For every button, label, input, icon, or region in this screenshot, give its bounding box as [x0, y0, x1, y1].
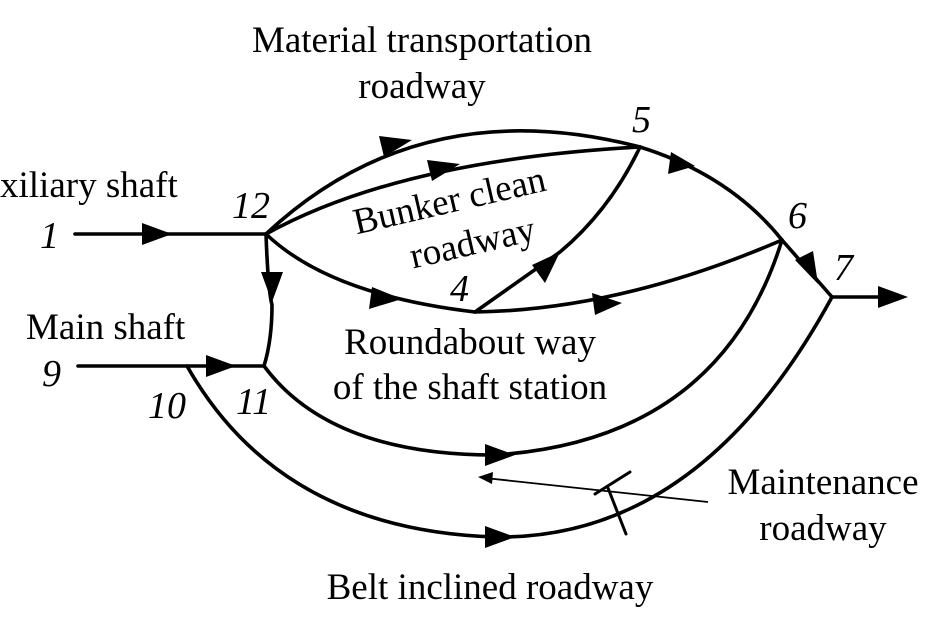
arrow-outflow — [878, 286, 908, 308]
edge-12-4-6 — [264, 232, 784, 314]
label-belt: Belt inclined roadway — [327, 567, 654, 608]
edge-4-5 — [473, 145, 642, 314]
node-11: 11 — [236, 381, 271, 423]
regulator-bar — [593, 470, 632, 496]
arrow-bunker — [427, 160, 460, 181]
edge-11-6 — [262, 238, 784, 457]
node-12: 12 — [232, 185, 270, 227]
node-5: 5 — [632, 99, 651, 141]
label-maintenance-line2: roadway — [759, 508, 887, 549]
edge-12-11 — [262, 232, 274, 368]
label-material-line1: Material transportation — [252, 20, 592, 61]
label-roundabout-line1: Roundabout way — [344, 322, 596, 363]
maintenance-pointer-line — [484, 477, 709, 503]
label-material-line2: roadway — [358, 66, 486, 107]
node-1: 1 — [40, 215, 59, 257]
node-10: 10 — [148, 385, 186, 427]
node-9: 9 — [42, 353, 61, 395]
arrow-4-5 — [532, 252, 560, 283]
label-auxiliary-shaft: xiliary shaft — [0, 165, 178, 206]
arrow-11-6 — [485, 444, 515, 466]
label-maintenance-line1: Maintenance — [727, 462, 918, 503]
label-main-shaft: Main shaft — [26, 307, 186, 348]
arrow-5-6 — [668, 152, 695, 174]
node-4: 4 — [450, 268, 469, 310]
arrow-9-11 — [206, 355, 236, 377]
edge-material-12-5 — [264, 129, 642, 236]
arrow-belt — [485, 526, 515, 548]
node-7: 7 — [834, 247, 855, 289]
edge-5-6-7 — [638, 145, 834, 299]
node-6: 6 — [788, 195, 807, 237]
arrow-material — [379, 136, 412, 157]
maintenance-pointer-arrowhead — [478, 472, 493, 484]
regulator-stem — [606, 486, 628, 536]
arrow-4-6 — [592, 293, 622, 315]
arrow-12-4 — [369, 287, 402, 309]
label-roundabout-line2: of the shaft station — [333, 367, 607, 408]
arrow-1-12 — [142, 223, 172, 245]
edge-bunker-12-5 — [264, 145, 642, 236]
arrow-12-11 — [261, 272, 283, 302]
arrow-6-7 — [795, 251, 818, 284]
